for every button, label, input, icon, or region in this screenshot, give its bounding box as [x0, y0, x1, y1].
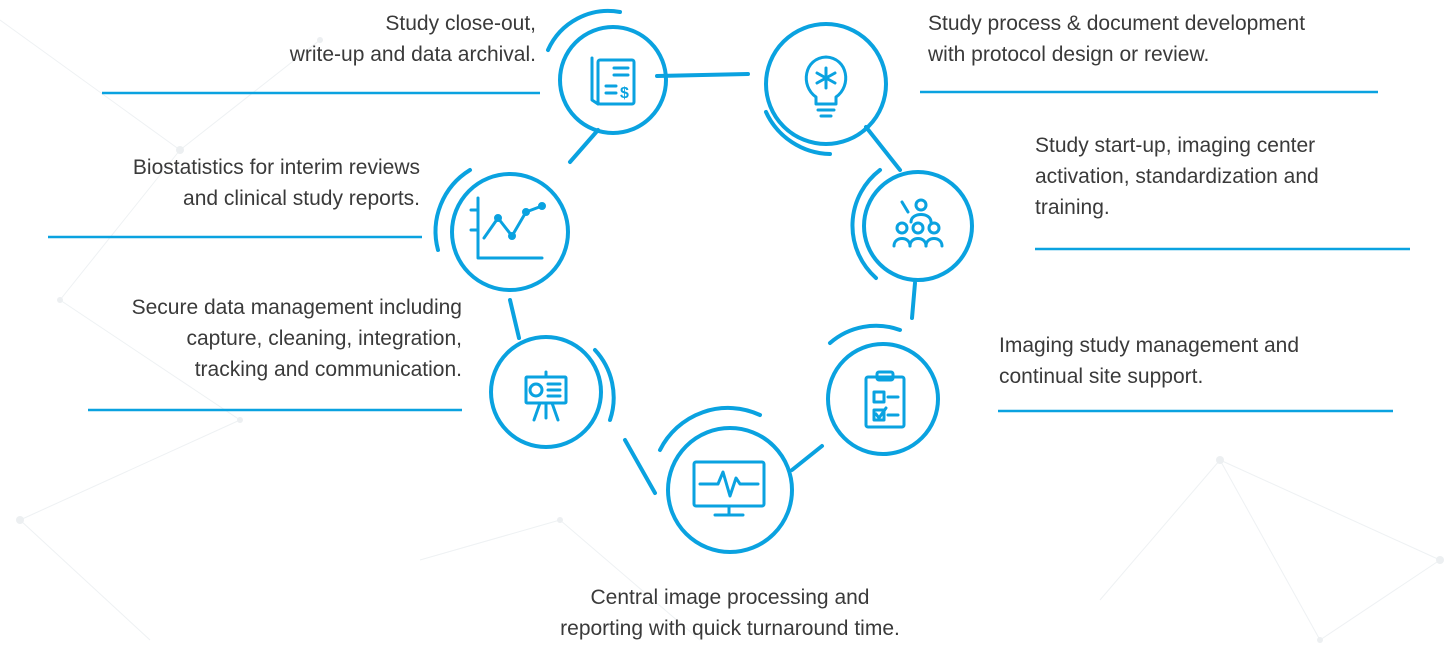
step-label-central: Central image processing and reporting w…: [480, 582, 980, 644]
lightbulb-icon: [804, 55, 848, 118]
step-datamanagement-line-3: tracking and communication.: [194, 358, 462, 381]
monitor-heartbeat-icon: [692, 460, 766, 517]
step-central-line-1: Central image processing and: [590, 586, 870, 609]
step-label-startup: Study start-up, imaging center activatio…: [1035, 130, 1403, 223]
ring-biostatistics: [433, 168, 570, 292]
step-central-line-2: reporting with quick turnaround time.: [560, 617, 900, 640]
step-management-line-1: Imaging study management and: [999, 334, 1300, 357]
connector-closeout-process: [655, 72, 750, 78]
svg-text:$: $: [620, 85, 629, 102]
ring-process: [764, 22, 888, 156]
step-label-closeout: Study close-out, write-up and data archi…: [180, 8, 536, 70]
ring-central: [658, 405, 794, 554]
step-label-datamanagement: Secure data management including capture…: [4, 292, 462, 385]
line-chart-icon: [469, 196, 546, 260]
connector-process-startup: [864, 125, 902, 172]
ring-management: [826, 323, 940, 456]
step-process-line-2: with protocol design or review.: [928, 43, 1210, 66]
connector-datamanagement-biostatistics: [508, 298, 521, 340]
step-closeout-line-1: Study close-out,: [385, 12, 536, 35]
document-invoice-icon: $: [590, 56, 636, 106]
connector-biostatistics-closeout: [568, 128, 600, 164]
ring-startup: [850, 168, 974, 282]
connector-startup-management: [910, 281, 917, 320]
step-label-process: Study process & document development wit…: [928, 8, 1438, 70]
step-closeout-line-2: write-up and data archival.: [289, 43, 536, 66]
ring-closeout: [546, 8, 668, 135]
connector-central-datamanagement: [623, 438, 657, 495]
presentation-board-icon: [524, 370, 568, 422]
step-management-line-2: continual site support.: [999, 365, 1204, 388]
connector-management-central: [790, 444, 824, 472]
ring-datamanagement: [489, 335, 616, 449]
step-datamanagement-line-2: capture, cleaning, integration,: [186, 327, 462, 350]
step-label-management: Imaging study management and continual s…: [999, 330, 1389, 392]
step-startup-line-1: Study start-up, imaging center: [1035, 134, 1316, 157]
step-startup-line-2: activation, standardization and: [1035, 165, 1319, 188]
step-startup-line-3: training.: [1035, 196, 1110, 219]
step-process-line-1: Study process & document development: [928, 12, 1306, 35]
step-biostatistics-line-2: and clinical study reports.: [183, 187, 420, 210]
step-label-biostatistics: Biostatistics for interim reviews and cl…: [10, 152, 420, 214]
step-biostatistics-line-1: Biostatistics for interim reviews: [132, 156, 420, 179]
clipboard-checklist-icon: [864, 370, 906, 429]
step-datamanagement-line-1: Secure data management including: [131, 296, 462, 319]
training-group-icon: [892, 198, 944, 248]
